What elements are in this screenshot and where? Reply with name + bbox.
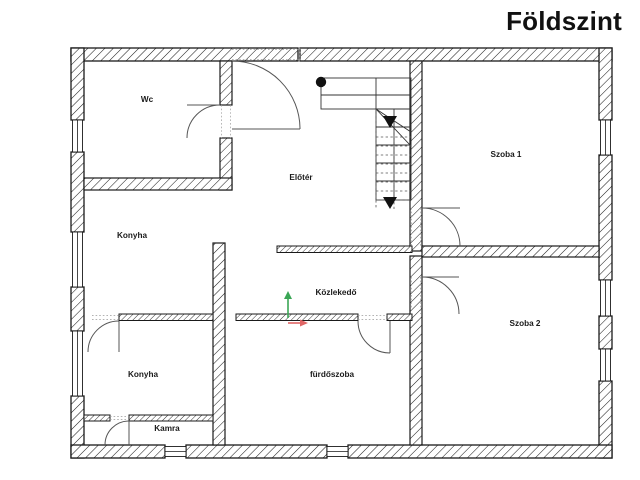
exterior-wall-right-b: [598, 154, 613, 281]
exterior-wall-bottom-c: [347, 444, 613, 459]
page-title: Földszint: [506, 6, 622, 36]
door-konyha-lower: [87, 315, 120, 353]
door-szoba-2: [411, 276, 460, 315]
interior-wall-kozlekedo-south-left: [118, 313, 214, 321]
stair-down-arrow-lower: [383, 197, 397, 209]
door-entrance-eloter: [231, 48, 301, 130]
orientation-marker: [284, 291, 308, 327]
exterior-wall-left-c: [70, 286, 85, 332]
interior-wall-konyha-furdo-vertical: [212, 242, 226, 446]
exterior-wall-right-c: [598, 315, 613, 350]
room-label-kamra: Kamra: [154, 424, 180, 433]
exterior-wall-top-left: [70, 47, 299, 62]
room-label-furdoszoba: fürdőszoba: [310, 370, 355, 379]
room-label-konyha-1: Konyha: [117, 231, 147, 240]
door-kamra: [104, 416, 130, 446]
exterior-wall-bottom-a: [70, 444, 166, 459]
stair-landing: [320, 77, 412, 110]
stair-newel-post: [315, 76, 327, 88]
interior-wall-kamra-top-b: [128, 414, 214, 422]
stair-treads-upper: [375, 108, 412, 201]
room-labels: Wc Konyha Konyha Kamra Előtér Közlekedő …: [117, 95, 541, 433]
interior-wall-kozlekedo-south-right: [386, 313, 413, 321]
interior-walls: [83, 60, 600, 446]
room-label-wc: Wc: [141, 95, 154, 104]
exterior-wall-left-b: [70, 151, 85, 233]
interior-wall-eloter-kozlekedo: [276, 245, 413, 253]
door-wc: [186, 104, 231, 139]
exterior-wall-bottom-b: [185, 444, 328, 459]
door-szoba-1: [411, 207, 461, 247]
room-label-konyha-2: Konyha: [128, 370, 158, 379]
room-label-eloter: Előtér: [289, 173, 313, 182]
interior-wall-kozlekedo-south-mid: [235, 313, 359, 321]
windows: [72, 119, 611, 457]
stair-down-arrow-upper: [383, 116, 397, 128]
room-label-kozlekedo: Közlekedő: [316, 288, 357, 297]
doors: [87, 48, 461, 446]
staircase: [315, 76, 412, 209]
interior-wall-wc-bottom: [83, 177, 233, 191]
exterior-wall-right-a: [598, 47, 613, 121]
interior-wall-center-vertical-upper: [409, 60, 423, 252]
room-label-szoba-2: Szoba 2: [510, 319, 541, 328]
exterior-wall-top-right: [299, 47, 613, 62]
door-furdoszoba: [357, 315, 391, 354]
stair-winder: [374, 108, 412, 148]
exterior-wall-left-a: [70, 47, 85, 121]
room-label-szoba-1: Szoba 1: [491, 150, 522, 159]
interior-wall-center-vertical-lower: [409, 255, 423, 446]
interior-wall-szoba-divider: [421, 245, 600, 258]
interior-wall-kamra-top: [83, 414, 111, 422]
stair-treads-below: [375, 109, 411, 209]
interior-wall-wc-right-upper: [219, 60, 233, 106]
